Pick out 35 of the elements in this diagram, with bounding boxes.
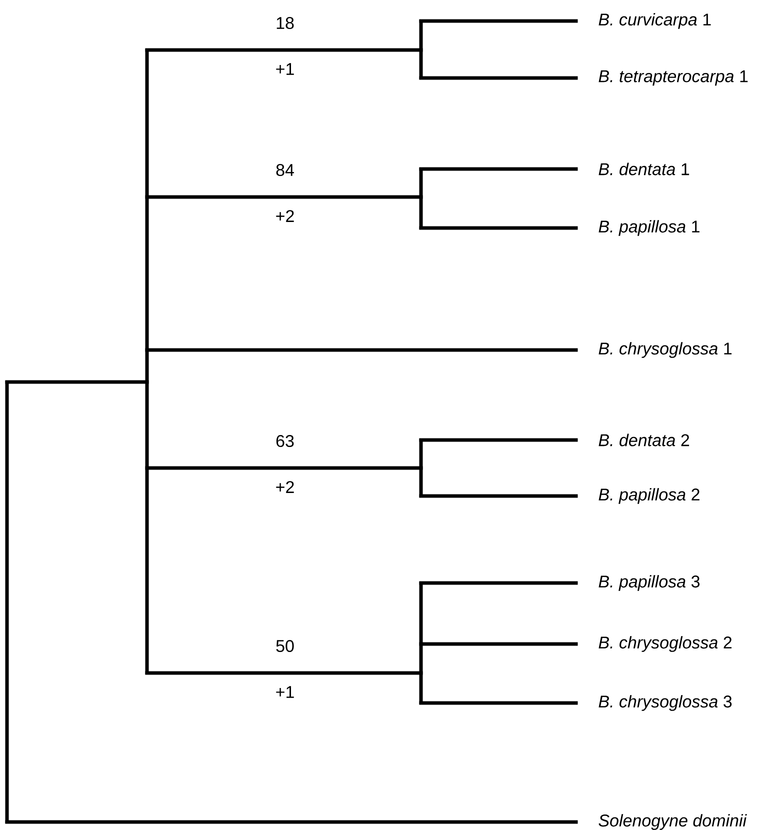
tree-branch [145, 195, 423, 199]
tree-branch [145, 466, 423, 470]
tree-branch [419, 167, 578, 171]
support-value: 18 [276, 16, 294, 30]
taxon-label: Solenogyne dominii [598, 814, 747, 830]
support-value: 84 [276, 164, 294, 176]
tree-branch [145, 348, 578, 352]
taxon-label: B. papillosa 1 [598, 220, 700, 236]
tree-branch [5, 380, 149, 384]
taxon-label: B. curvicarpa 1 [598, 13, 711, 29]
taxon-label: B. papillosa 2 [598, 488, 700, 504]
support-value: 63 [276, 434, 294, 448]
tree-branch [419, 19, 578, 23]
tree-branch [419, 76, 578, 80]
taxon-label: B. papillosa 3 [598, 575, 700, 591]
tree-branch [419, 642, 578, 646]
taxon-label: B. dentata 2 [598, 434, 690, 446]
tree-branch [419, 226, 578, 230]
tree-branch [419, 701, 578, 705]
tree-branch [419, 494, 578, 498]
support-value: +2 [276, 210, 294, 222]
support-value: +1 [276, 686, 294, 698]
tree-branch [419, 438, 578, 442]
support-value: +2 [276, 481, 294, 493]
support-value: +1 [276, 63, 294, 75]
tree-branch [145, 671, 423, 675]
taxon-label: B. chrysoglossa 3 [598, 695, 732, 711]
taxon-label: B. chrysoglossa 2 [598, 636, 732, 652]
taxon-label: B. tetrapterocarpa 1 [598, 70, 748, 86]
taxon-label: B. dentata 1 [598, 162, 690, 176]
support-value: 50 [276, 640, 294, 652]
tree-branch [5, 820, 578, 824]
taxon-label: B. chrysoglossa 1 [598, 342, 732, 358]
tree-branch [419, 581, 578, 585]
tree-branch [145, 48, 423, 52]
